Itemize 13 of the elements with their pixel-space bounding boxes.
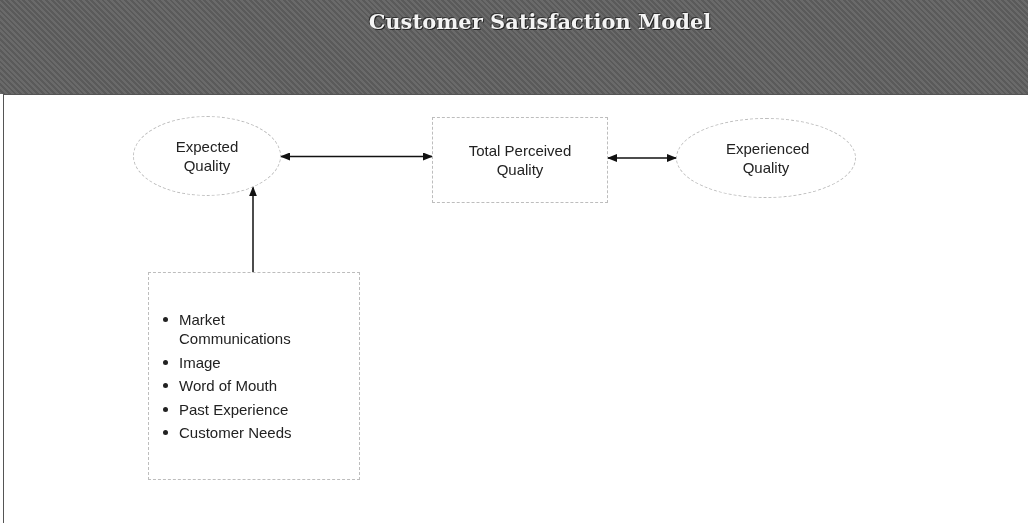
list-item: Market Communications <box>179 310 291 347</box>
list-item: Customer Needs <box>179 424 292 441</box>
factor-list-box <box>148 272 360 480</box>
list-item: Past Experience <box>179 400 289 418</box>
title: Customer Satisfaction Model <box>368 8 712 34</box>
list-item: Image <box>179 353 221 371</box>
process-box <box>432 117 608 203</box>
list-item: Word of Mouth <box>179 377 278 394</box>
node-label: Expected Quality <box>174 136 240 176</box>
arrow <box>280 152 433 161</box>
arrow <box>607 154 677 162</box>
arrow <box>249 186 257 273</box>
node-label: Total Perceived Quality <box>467 140 573 180</box>
